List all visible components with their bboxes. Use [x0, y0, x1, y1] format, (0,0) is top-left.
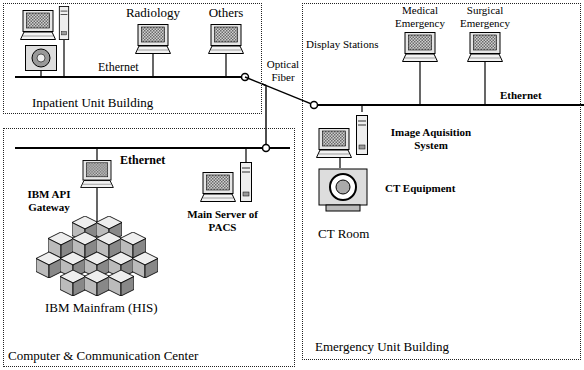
ct-scanner-icon [319, 169, 367, 211]
tower-icon [241, 163, 252, 202]
ethernet-bus [15, 76, 245, 78]
network-label: Ethernet [98, 60, 139, 74]
device-label: IBM Mainfram (HIS) [45, 300, 158, 315]
optical-fiber [262, 84, 302, 100]
mainframe-cube [60, 270, 86, 296]
group-label: Display Stations [306, 38, 378, 51]
ethernet-bus [314, 104, 584, 106]
room-label: CT Room [318, 226, 369, 241]
network-drop [152, 54, 153, 77]
building-name: Inpatient Unit Building [32, 96, 153, 111]
workstation-icon [81, 160, 114, 187]
camera-icon [26, 46, 57, 71]
network-drop [484, 62, 485, 105]
device-label: Image Aquisition System [385, 126, 477, 152]
device-cable [339, 158, 340, 168]
workstation-icon [136, 25, 171, 54]
link-label: Optical Fiber [265, 58, 301, 84]
station-label: Medical Emergency [390, 4, 450, 30]
network-drop [361, 105, 362, 112]
mainframe-cube [132, 252, 158, 278]
tower-icon [59, 6, 68, 39]
network-label: Ethernet [120, 153, 165, 167]
workstation-icon [209, 25, 244, 54]
optical-fiber [245, 77, 262, 84]
fiber-junction [311, 102, 318, 109]
station-label: Radiology [122, 5, 184, 20]
tower-icon [357, 116, 368, 155]
workstation-icon [21, 11, 56, 40]
network-drop [63, 40, 64, 77]
device-label: IBM API Gateway [20, 188, 78, 214]
mainframe-cube [36, 252, 62, 278]
mainframe-cube [108, 270, 134, 296]
device-label: Main Server of PACS [180, 208, 265, 234]
network-drop [96, 148, 97, 160]
ethernet-bus [15, 147, 290, 149]
mainframe-cube [84, 270, 110, 296]
station-label: Surgical Emergency [455, 4, 515, 30]
optical-fiber [262, 84, 266, 128]
building-region: Emergency Unit Building [302, 3, 581, 360]
station-label: Others [200, 5, 252, 20]
network-drop [40, 71, 41, 77]
device-label: CT Equipment [385, 182, 455, 195]
network-label: Ethernet [500, 89, 542, 102]
fiber-junction [263, 145, 270, 152]
network-drop [225, 54, 226, 77]
network-drop [245, 148, 246, 162]
building-name: Computer & Communication Center [8, 349, 198, 364]
workstation-icon [317, 129, 352, 158]
device-cable [96, 188, 97, 222]
building-name: Emergency Unit Building [315, 340, 449, 355]
workstation-icon [403, 33, 438, 62]
workstation-icon [468, 33, 503, 62]
network-drop [419, 62, 420, 105]
workstation-icon [201, 173, 236, 202]
